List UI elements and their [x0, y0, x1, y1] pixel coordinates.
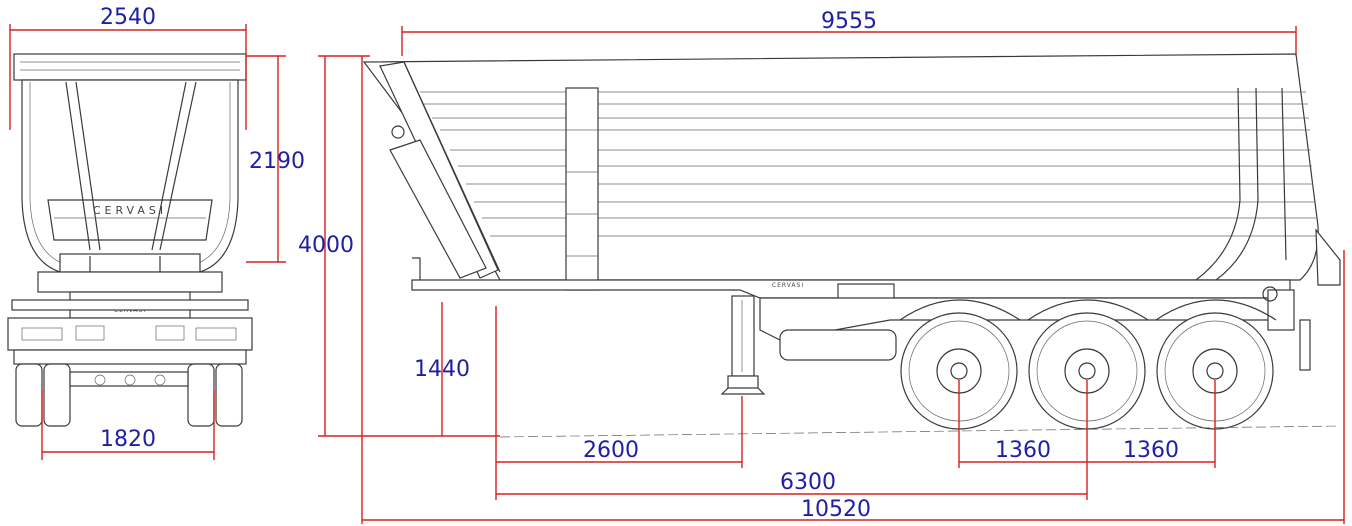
body-post: [565, 87, 599, 291]
dim-total-length: 10520: [801, 497, 871, 522]
front-wheel-right-outer: [215, 363, 243, 427]
dim-body-height: 2190: [249, 149, 305, 174]
dim-kingpin-to-mid-axle: 6300: [780, 470, 836, 495]
axle-wheel-1: [900, 312, 1018, 430]
dim-kingpin-to-landing: 2600: [583, 438, 639, 463]
front-top-rail: [13, 53, 247, 81]
dump-body: [362, 53, 1319, 281]
front-wheel-left-inner: [43, 363, 71, 427]
front-wheel-right-inner: [187, 363, 215, 427]
front-view: CERVASI CERVASI: [7, 53, 253, 427]
side-tank: [779, 329, 897, 361]
landing-gear: [731, 295, 755, 377]
dim-coupling-height: 1440: [414, 357, 470, 382]
dim-track-width: 1820: [100, 427, 156, 452]
front-brand-label: CERVASI: [93, 204, 167, 217]
hydraulic-cylinder: [389, 139, 487, 279]
dim-body-length: 9555: [821, 9, 877, 34]
dim-front-width: 2540: [100, 5, 156, 30]
side-brand-label: CERVASI: [772, 282, 804, 289]
dim-axle-spacing-1: 1360: [995, 438, 1051, 463]
dim-total-height: 4000: [298, 233, 354, 258]
front-bumper: [7, 317, 253, 351]
dimension-lines: [9, 24, 1345, 524]
dim-axle-spacing-2: 1360: [1123, 438, 1179, 463]
front-tub: [21, 79, 239, 273]
front-wheel-left-outer: [15, 363, 43, 427]
side-view: CERVASI: [362, 53, 1341, 438]
